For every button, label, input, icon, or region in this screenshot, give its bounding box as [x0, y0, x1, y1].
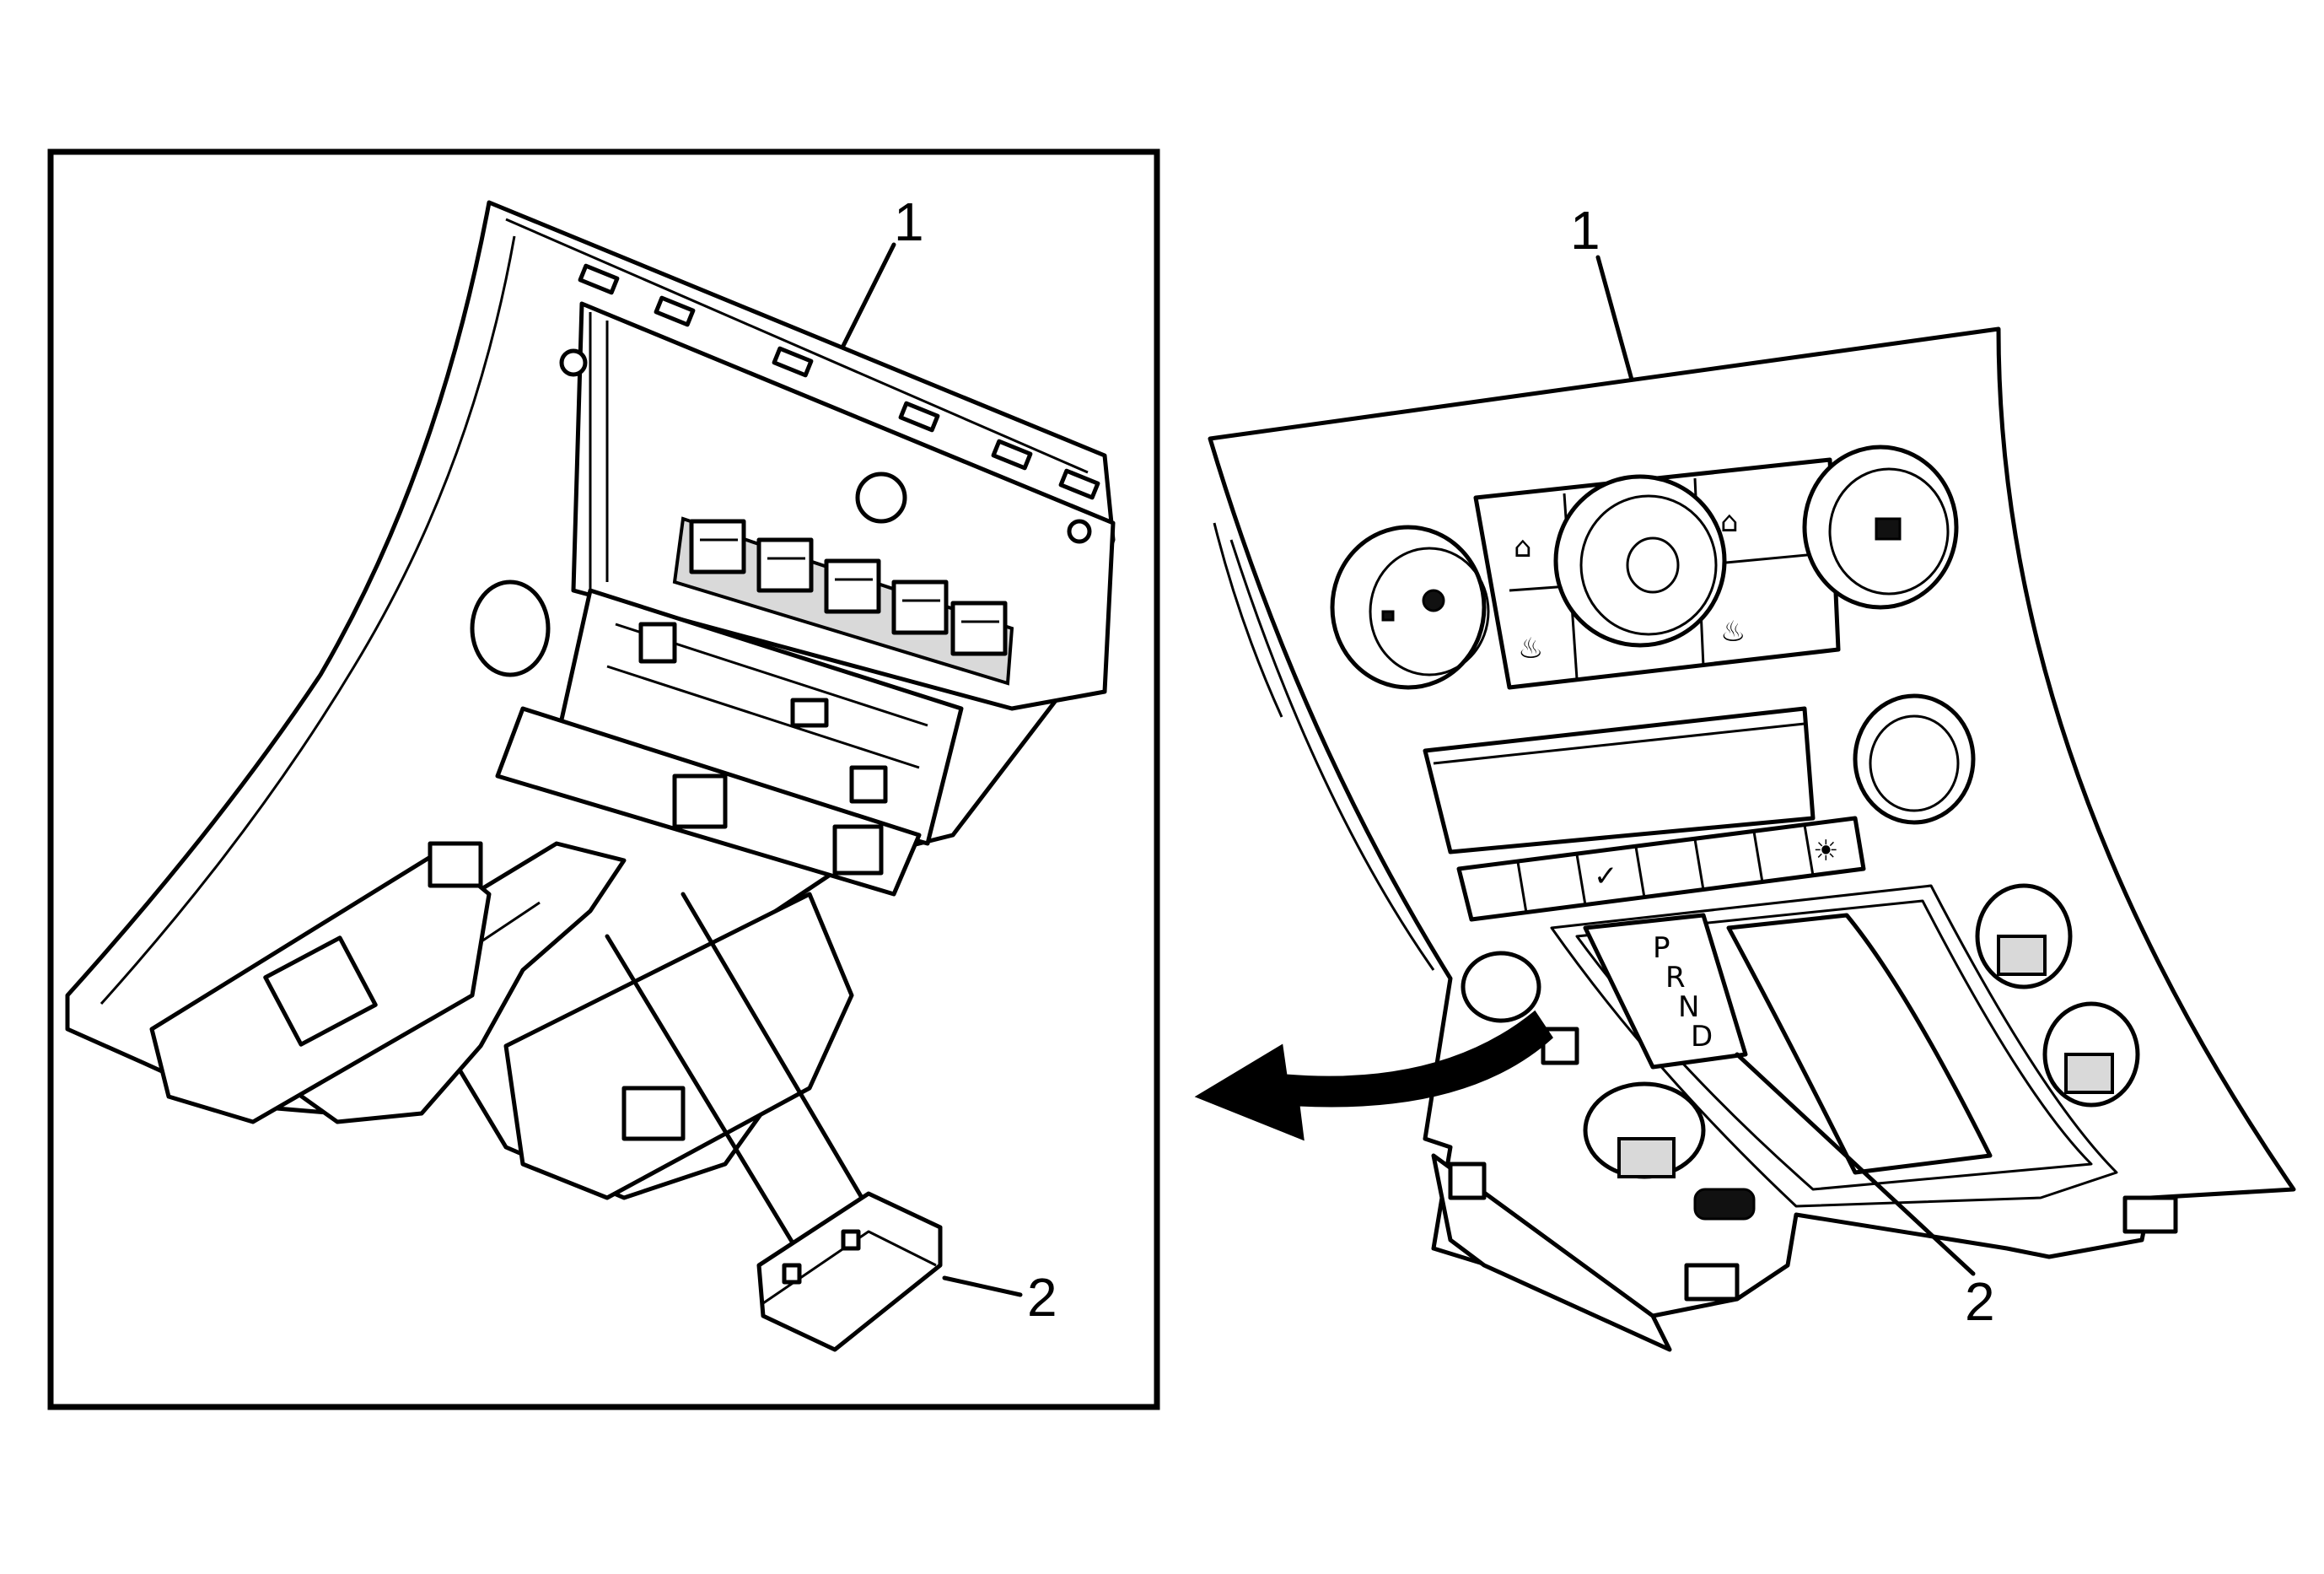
right-leader-1 — [1595, 255, 1634, 382]
seat-heater-icon[interactable]: ⌂ — [1720, 505, 1739, 539]
left-callout-1: 1 — [894, 191, 924, 252]
right-leader-2 — [1735, 1052, 1976, 1276]
svg-text:R: R — [1665, 961, 1686, 995]
rear-vent-opening — [470, 579, 551, 677]
module-guide-lines — [605, 892, 867, 1259]
right-knob-icon[interactable] — [1802, 445, 1959, 610]
display-window — [1423, 706, 1816, 854]
left-panel-inner-edge — [100, 235, 516, 1005]
arrow-icon — [1194, 1010, 1553, 1141]
shifter-indicator-icon: P R N D — [1583, 913, 1748, 1070]
left-leader-2 — [942, 1275, 1023, 1297]
hazard-switch-icon[interactable]: ☀ — [1813, 834, 1838, 868]
left-panel-rim — [505, 218, 1089, 474]
svg-text:P: P — [1653, 931, 1670, 965]
right-callout-1: 1 — [1570, 200, 1600, 261]
right-panel-left-edge — [1229, 539, 1435, 971]
shifter-opening — [1726, 913, 1993, 1175]
left-knob-icon[interactable] — [1330, 525, 1490, 690]
seat-heater-icon[interactable]: ♨ — [1518, 632, 1543, 666]
removed-module — [756, 1191, 943, 1352]
left-callout-2: 2 — [1027, 1267, 1057, 1328]
console-trim-ring — [1550, 884, 2118, 1208]
center-knob-icon[interactable] — [1553, 474, 1727, 648]
svg-text:D: D — [1691, 1020, 1713, 1054]
left-lower-switches[interactable] — [1461, 951, 1756, 1221]
mount-hole — [855, 472, 907, 524]
seat-heater-icon[interactable]: ⌂ — [1514, 531, 1532, 564]
connector-block — [672, 516, 1014, 686]
rim-clips — [578, 263, 1100, 500]
left-inset-view: 1 2 — [47, 148, 1160, 1410]
svg-text:N: N — [1678, 990, 1699, 1024]
button-row[interactable]: ✓ ☀ — [1456, 816, 1866, 922]
right-side-switches[interactable] — [1975, 883, 2140, 1108]
right-callout-2: 2 — [1965, 1271, 1995, 1332]
left-leader-1 — [841, 242, 896, 348]
check-icon[interactable]: ✓ — [1594, 860, 1618, 893]
lower-right-bracket — [503, 892, 854, 1200]
lower-housing — [1431, 1153, 1672, 1352]
seat-heater-icon[interactable]: ♨ — [1720, 615, 1746, 649]
vent-ring-icon[interactable] — [1853, 693, 1976, 825]
right-front-view: ⌂ ♨ ♨ ⌂ ✓ ☀ P R — [1194, 200, 2296, 1352]
